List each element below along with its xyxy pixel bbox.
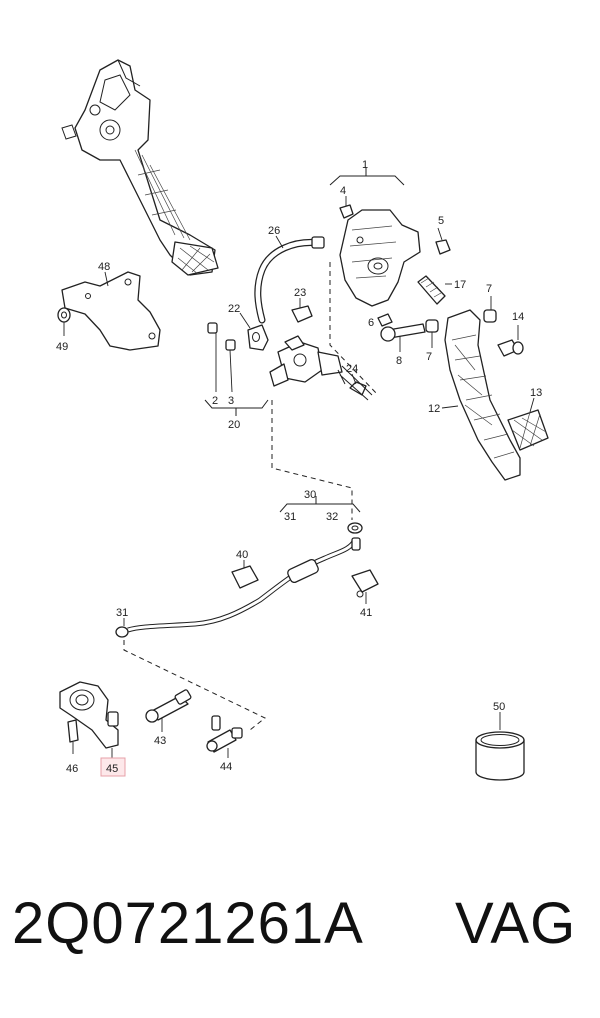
bolt-46 (67, 719, 79, 754)
callout-44: 44 (220, 761, 232, 773)
nut-49 (57, 307, 71, 336)
callout-45: 45 (106, 763, 118, 775)
pedal-assembly-overview (61, 59, 219, 276)
callout-12: 12 (428, 403, 440, 415)
callout-3: 3 (228, 395, 234, 407)
callout-14: 14 (512, 311, 524, 323)
callout-31-upper: 31 (284, 511, 296, 523)
hose-assembly-30 (115, 496, 363, 638)
callout-40: 40 (236, 549, 248, 561)
master-cylinder-20 (204, 298, 373, 416)
callout-43: 43 (154, 735, 166, 747)
pin-8 (380, 323, 426, 352)
clip-41 (351, 569, 379, 604)
callout-13: 13 (530, 387, 542, 399)
bolt-14 (497, 325, 524, 357)
callout-50: 50 (493, 701, 505, 713)
brand-label: VAG (455, 891, 577, 956)
connector-43 (145, 689, 192, 732)
callout-7-upper: 7 (486, 283, 492, 295)
callout-30: 30 (304, 489, 316, 501)
clutch-pedal-12 (441, 309, 521, 481)
callout-49: 49 (56, 341, 68, 353)
callout-4: 4 (340, 185, 346, 197)
callout-26: 26 (268, 225, 280, 237)
callout-5: 5 (438, 215, 444, 227)
callout-7-lower: 7 (426, 351, 432, 363)
part-number: 2Q0721261A (12, 891, 364, 956)
callout-17: 17 (454, 279, 466, 291)
callout-32: 32 (326, 511, 338, 523)
pedal-pad-13 (507, 397, 549, 451)
callout-41: 41 (360, 607, 372, 619)
hose-26 (254, 235, 325, 324)
pedal-bracket-1 (329, 168, 452, 396)
parts-diagram: 1 4 5 26 48 17 7 23 22 14 6 49 7 8 24 13… (56, 59, 549, 781)
callout-23: 23 (294, 287, 306, 299)
callout-20: 20 (228, 419, 240, 431)
callout-31-lower: 31 (116, 607, 128, 619)
footer: 2Q0721261A VAG (0, 890, 600, 990)
sleeve-50 (475, 712, 525, 781)
bleeder-44 (206, 715, 243, 758)
callout-22: 22 (228, 303, 240, 315)
bracket-40 (231, 560, 259, 589)
slave-cylinder-45 (59, 681, 119, 758)
callout-2: 2 (212, 395, 218, 407)
highlight-box-45 (100, 757, 126, 777)
callout-6: 6 (368, 317, 374, 329)
callout-46: 46 (66, 763, 78, 775)
callout-48: 48 (98, 261, 110, 273)
callout-1: 1 (362, 159, 368, 171)
bracket-48 (61, 271, 161, 351)
callout-24: 24 (346, 363, 358, 375)
bushing-7 (425, 296, 497, 348)
callout-8: 8 (396, 355, 402, 367)
